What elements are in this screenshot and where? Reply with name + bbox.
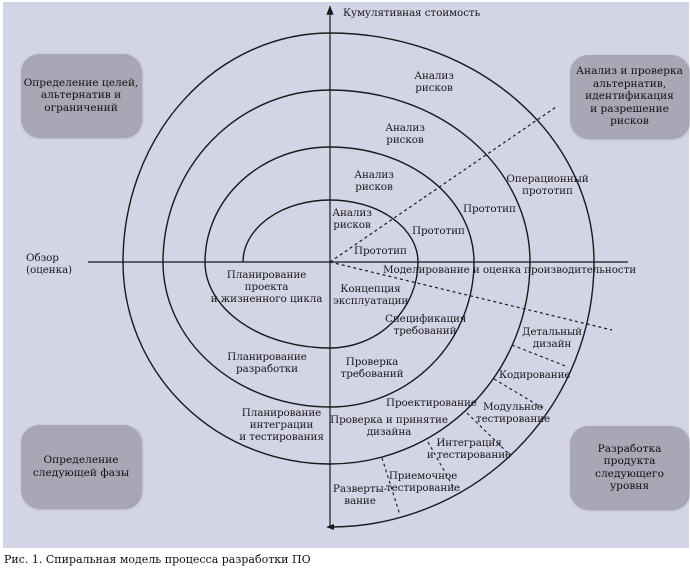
- dashed-separator: [511, 344, 569, 368]
- quadrant-box-development-text: Разработка продукта следующего уровня: [595, 442, 664, 493]
- integration-testing-label: Интеграция и тестирование: [426, 437, 512, 461]
- prototype-label: Прототип: [412, 225, 465, 237]
- quadrant-box-objectives-text: Определение целей, альтернатив и огранич…: [23, 76, 139, 114]
- requirements-spec-label: Спецификация требований: [385, 313, 467, 337]
- prototype-label: Прототип: [354, 245, 407, 257]
- quadrant-box-development: Разработка продукта следующего уровня: [570, 426, 689, 509]
- operational-prototype-label: Операционный прототип: [506, 173, 589, 197]
- dashed-separator: [466, 412, 512, 457]
- risk-analysis-label: Анализ рисков: [414, 70, 454, 94]
- detailed-design-label: Детальный дизайн: [521, 326, 583, 350]
- design-review-label: Проверка и принятие дизайна: [330, 414, 448, 438]
- quadrant-box-risk-text: Анализ и проверка альтернатив, идентифик…: [576, 65, 683, 128]
- quadrant-box-objectives: Определение целей, альтернатив и огранич…: [21, 54, 141, 137]
- cumulative-cost-label: Кумулятивная стоимость: [343, 7, 481, 19]
- deployment-label: Разверты- вание: [332, 483, 388, 507]
- design-label: Проектирование: [386, 397, 477, 409]
- risk-analysis-label: Анализ рисков: [332, 207, 372, 231]
- quadrant-box-next-phase-text: Определение следующей фазы: [32, 454, 130, 479]
- dashed-separator: [493, 378, 547, 411]
- spiral-end-arrow: [326, 524, 334, 530]
- project-planning-label: Планирование проекта и жизненного цикла: [210, 269, 323, 305]
- coding-label: Кодирование: [499, 369, 571, 381]
- unit-testing-label: Модульное тестирование: [475, 401, 551, 425]
- prototype-label: Прототип: [463, 203, 516, 215]
- dev-planning-label: Планирование разработки: [227, 351, 307, 375]
- dashed-separator: [381, 457, 401, 516]
- dashed-line-modeling: [329, 261, 613, 331]
- risk-analysis-label: Анализ рисков: [385, 122, 425, 146]
- quadrant-box-next-phase: Определение следующей фазы: [21, 425, 141, 508]
- review-label: Обзор (оценка): [26, 252, 73, 276]
- risk-analysis-label: Анализ рисков: [354, 169, 394, 193]
- integration-planning-label: Планирование интеграции и тестирования: [239, 407, 324, 443]
- quadrant-box-risk: Анализ и проверка альтернатив, идентифик…: [570, 55, 689, 138]
- figure-caption: Рис. 1. Спиральная модель процесса разра…: [4, 553, 311, 566]
- operation-concept-label: Концепция эксплуатации: [333, 283, 409, 307]
- acceptance-testing-label: Приемочное тестирование: [385, 470, 461, 494]
- requirements-check-label: Проверка требований: [340, 356, 404, 380]
- spiral-curve: [122, 32, 595, 528]
- modeling-label: Моделирование и оценка производительност…: [383, 264, 637, 276]
- dashed-line-risk: [329, 106, 557, 263]
